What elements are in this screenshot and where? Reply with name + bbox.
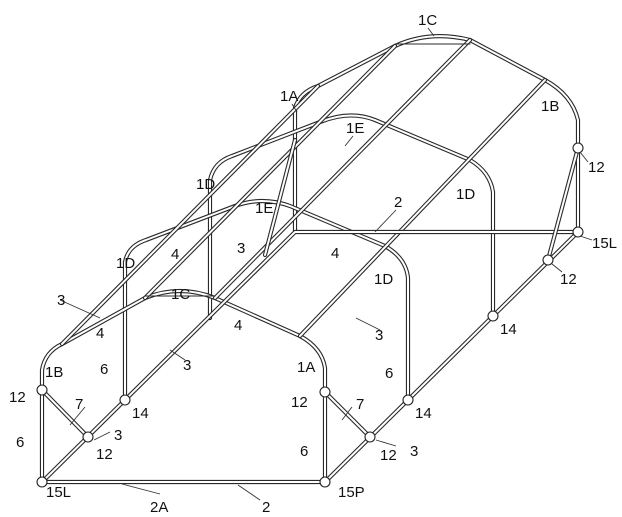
label-2-bottom: 2 (262, 499, 270, 516)
label-14-a: 14 (500, 321, 517, 338)
label-6-d: 6 (300, 443, 308, 460)
label-3-e: 3 (410, 443, 418, 460)
label-6-b: 6 (385, 365, 393, 382)
label-1A-front: 1A (297, 359, 315, 376)
label-3-b: 3 (375, 327, 383, 344)
label-15L-front: 15L (46, 484, 71, 501)
label-1D-d: 1D (374, 271, 393, 288)
label-2-top: 2 (394, 194, 402, 211)
label-4-a: 4 (171, 246, 179, 263)
joint-12-brace-right (364, 431, 376, 443)
label-4-b: 4 (331, 245, 339, 262)
label-1D-a: 1D (196, 176, 215, 193)
label-1C-top: 1C (418, 12, 437, 29)
leader-lines (59, 151, 593, 447)
label-14-b: 14 (132, 405, 149, 422)
label-12-b: 12 (560, 271, 577, 288)
label-1D-b: 1D (456, 186, 475, 203)
label-3-c: 3 (183, 357, 191, 374)
label-12-d: 12 (291, 394, 308, 411)
joint-12-brace-left (82, 431, 94, 443)
label-12-c: 12 (9, 389, 26, 406)
joint-15L-front (36, 476, 48, 488)
joint-14-rear (487, 310, 499, 322)
joint-14-right (402, 394, 414, 406)
label-14-c: 14 (415, 405, 432, 422)
label-3-left: 3 (57, 292, 65, 309)
label-leaders (121, 27, 435, 501)
label-4-c: 4 (96, 325, 104, 342)
label-7-a: 7 (75, 396, 83, 413)
label-3-a: 3 (237, 240, 245, 257)
joint-14-left (119, 394, 131, 406)
label-1B-front: 1B (45, 364, 63, 381)
joint-12-rear-top (572, 142, 584, 154)
label-7-b: 7 (356, 396, 364, 413)
label-1C-front: 1C (171, 286, 190, 303)
joint-12-rear-brace (542, 254, 554, 266)
joint-15L-rear (572, 226, 584, 238)
label-15L-right: 15L (592, 235, 617, 252)
label-4-d: 4 (234, 317, 242, 334)
label-15P: 15P (338, 484, 365, 501)
label-1E-top: 1E (346, 120, 364, 137)
joint-12-front-right (319, 386, 331, 398)
label-12-f: 12 (380, 447, 397, 464)
label-2A: 2A (150, 499, 168, 516)
label-6-c: 6 (16, 434, 24, 451)
joints (36, 142, 584, 488)
label-6-a: 6 (100, 361, 108, 378)
part-labels: 1C 1A 1B 1E 12 1D 2 15L 1D 1E 1D 4 3 4 1… (9, 12, 617, 516)
label-1A-top: 1A (280, 88, 298, 105)
label-1D-c: 1D (116, 255, 135, 272)
joint-15P (319, 476, 331, 488)
label-1B-top: 1B (541, 98, 559, 115)
label-3-d: 3 (114, 427, 122, 444)
label-12-e: 12 (96, 446, 113, 463)
label-12-a: 12 (588, 159, 605, 176)
label-1E-mid: 1E (255, 200, 273, 217)
joint-12-front-left (36, 384, 48, 396)
